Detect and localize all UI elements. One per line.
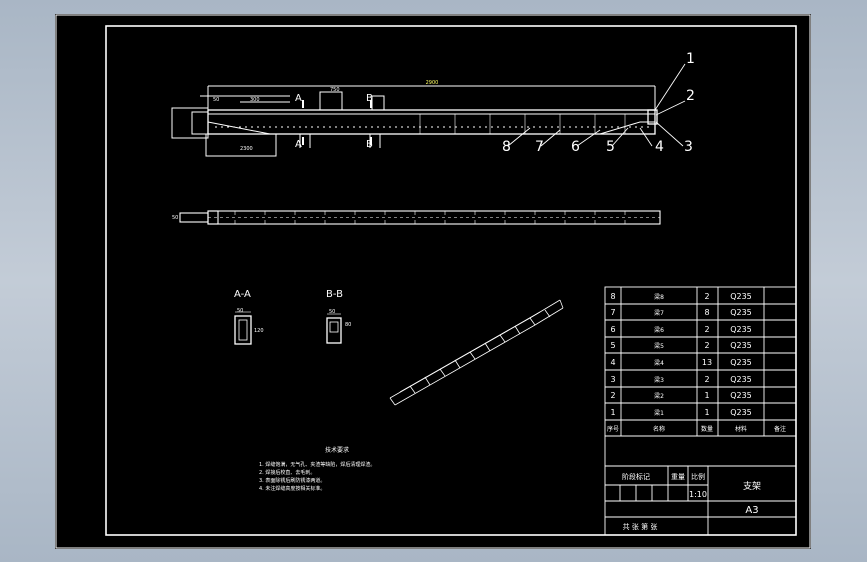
bom-header-name: 名称 [653,425,665,433]
top-view-ticks [234,211,626,224]
bom-no: 7 [610,308,615,317]
bom-name: 梁4 [654,359,664,367]
front-view [171,85,658,157]
section-bb-title: B-B [326,289,343,300]
stage-mark-label: 阶段标记 [622,472,650,481]
bom-qty: 2 [704,325,709,334]
callout-4: 4 [655,139,664,155]
bom-header-note: 备注 [774,425,786,433]
callout-2: 2 [686,88,695,104]
bom-no: 5 [610,341,615,350]
scale-label: 比例 [691,472,705,481]
section-a-bottom: A [295,139,302,150]
section-bb-view [326,313,342,344]
bom-no: 4 [610,358,615,367]
bom-name: 梁7 [654,309,664,317]
front-view-stiffeners [419,114,626,134]
top-view [179,210,661,225]
callout-8: 8 [502,139,511,155]
bom-header-no: 序号 [607,425,619,433]
title-block-grid [604,435,797,536]
section-aa-title: A-A [234,289,251,300]
top-view-dim: 50 [172,215,178,221]
bom-qty: 1 [704,408,709,417]
section-aa-view [234,311,252,345]
bom-no: 1 [610,408,615,417]
callout-1: 1 [686,51,695,67]
bom-header-material: 材料 [735,425,747,433]
section-bb-width: 50 [329,309,335,315]
section-bb-height: 80 [345,322,351,328]
bom-material: Q235 [730,408,752,417]
note-line-4: 4. 未注焊缝高度按相关标准。 [259,485,325,492]
bom-material: Q235 [730,341,752,350]
note-line-3: 3. 表面除锈后刷防锈漆两道。 [259,477,325,484]
callout-6: 6 [571,139,580,155]
bom-qty: 8 [704,308,709,317]
bom-no: 3 [610,375,615,384]
notes-title: 技术要求 [325,446,349,454]
section-b-bottom: B [366,139,373,150]
note-line-2: 2. 焊接后校直、去毛刺。 [259,469,315,476]
bom-material: Q235 [730,375,752,384]
bom-name: 梁3 [654,376,664,384]
left-dim-4: 2300 [240,146,253,152]
callout-3: 3 [684,139,693,155]
bom-material: Q235 [730,358,752,367]
section-b-top: B [366,93,373,104]
left-dim-1: 50 [213,97,219,103]
bom-material: Q235 [730,292,752,301]
bom-qty: 2 [704,375,709,384]
bom-no: 6 [610,325,615,334]
bom-qty: 2 [704,341,709,350]
sheet-info: 共 张 第 张 [623,522,658,531]
bom-header-qty: 数量 [701,425,713,433]
bom-name: 梁2 [654,392,664,400]
sheet-size: A3 [745,505,758,516]
section-a-top: A [295,93,302,104]
left-dim-3: 750 [330,87,340,93]
bom-material: Q235 [730,308,752,317]
overall-length-dim: 2900 [426,80,439,86]
part-name: 支架 [743,480,761,492]
bom-qty: 2 [704,292,709,301]
bom-material: Q235 [730,325,752,334]
bom-name: 梁6 [654,326,664,334]
sheet-inner-border [105,25,797,536]
drawing-sheet [55,14,811,549]
callout-7: 7 [535,139,544,155]
bom-no: 8 [610,292,615,301]
isometric-view [389,299,564,406]
bom-rows: 8 梁8 2 Q235 7 梁7 8 Q235 6 梁6 2 Q235 5 梁5… [607,292,786,433]
callout-5: 5 [606,139,615,155]
bom-qty: 1 [704,391,709,400]
note-line-1: 1. 焊缝饱满，无气孔、夹渣等缺陷，焊后清理焊渣。 [259,461,375,468]
weight-label: 重量 [671,473,685,481]
sheet-outer-border [55,14,811,549]
bom-material: Q235 [730,391,752,400]
bom-no: 2 [610,391,615,400]
left-dim-2: 300 [250,97,260,103]
bom-name: 梁8 [654,293,664,301]
bom-name: 梁1 [654,409,664,417]
bom-qty: 13 [702,358,712,367]
section-aa-width: 50 [237,308,243,314]
bom-name: 梁5 [654,342,664,350]
section-aa-height: 120 [254,328,264,334]
scale-value: 1:10 [689,490,707,499]
callout-leaders [507,63,686,147]
